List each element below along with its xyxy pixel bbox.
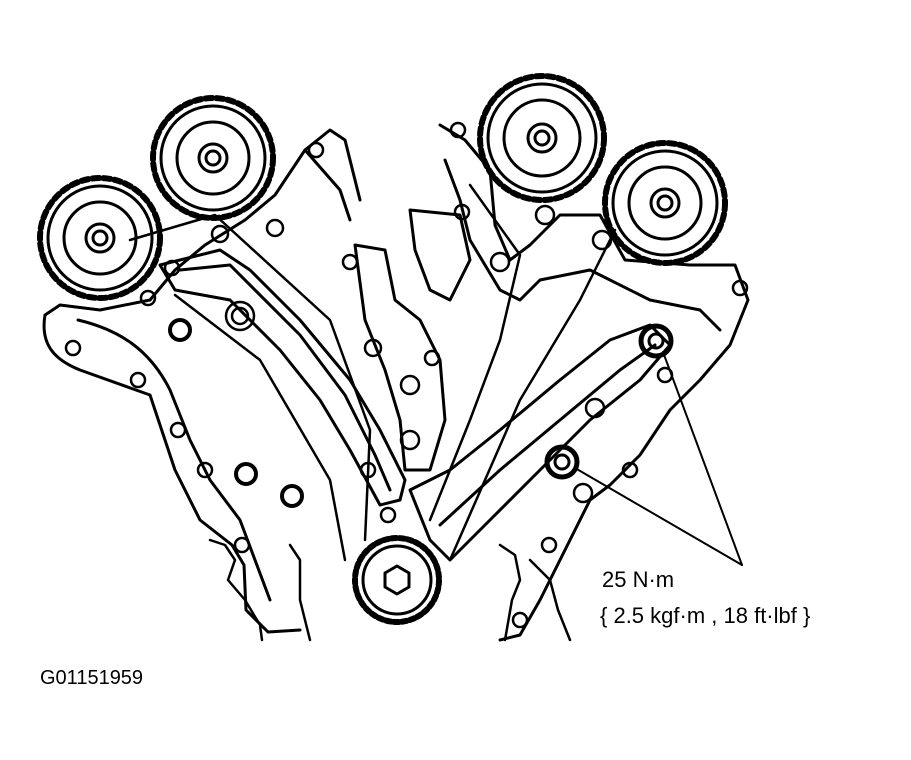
center-block (408, 208, 472, 302)
timing-chain-left (128, 213, 372, 562)
camshaft-sprocket-right-inner (477, 73, 607, 203)
right-cover-outline (438, 123, 750, 642)
bolt-left-cover (168, 318, 304, 508)
leader-line-lower (574, 467, 743, 566)
camshaft-sprocket-left-outer (37, 175, 163, 301)
torque-bolt-lower (544, 444, 580, 480)
torque-bolt-upper (638, 323, 674, 359)
camshaft-sprocket-right-outer (602, 140, 728, 266)
torque-value-label: 25 N·m (602, 567, 675, 592)
chain-guide-left-inner (178, 263, 392, 492)
camshaft-sprocket-left-inner (150, 95, 276, 221)
chain-guide-right (408, 323, 672, 562)
chain-tensioner (353, 243, 447, 472)
left-inner-outline (76, 318, 272, 602)
chain-guide-right-inner (438, 343, 657, 527)
lower-left-bracket (208, 538, 312, 642)
leader-line-upper (662, 351, 743, 566)
lower-right-bracket (498, 543, 572, 642)
bolt-holes (64, 121, 749, 629)
torque-conversion-label: { 2.5 kgf·m , 18 ft·lbf } (600, 603, 811, 628)
figure-id-label: G01151959 (40, 667, 144, 689)
chain-guide-left (158, 248, 407, 507)
left-cover-outline (42, 128, 362, 634)
timing-chain-right (428, 183, 617, 562)
right-inner-outline (443, 158, 722, 332)
crankshaft-sprocket (352, 535, 442, 625)
